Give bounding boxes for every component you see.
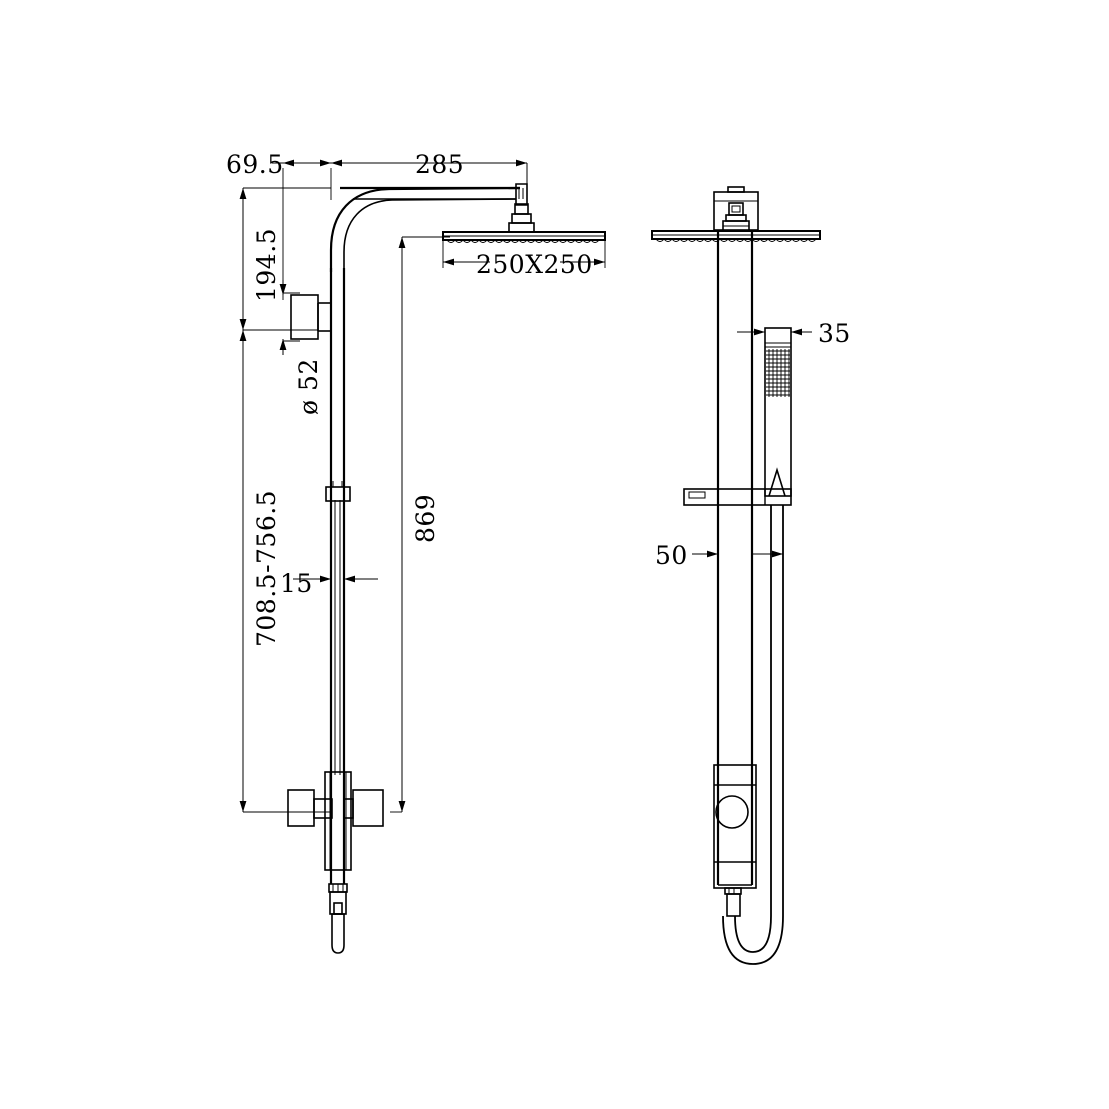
dim-label-285: 285 [415, 150, 465, 179]
dim-285 [331, 159, 528, 186]
dim-label-diameter-52: ø 52 [294, 358, 323, 415]
dim-label-15: 15 [280, 569, 313, 598]
mixer-valve-front [713, 764, 757, 889]
dim-label-50: 50 [655, 541, 688, 570]
rain-head-side [442, 203, 606, 243]
riser-inner-lines-side [334, 500, 341, 775]
dim-label-250x250: 250X250 [476, 250, 593, 279]
wall-bracket-side [290, 294, 331, 340]
dim-label-69-5: 69.5 [226, 150, 284, 179]
bottom-outlet-side [328, 883, 348, 954]
dim-label-869: 869 [411, 493, 440, 543]
riser-pipe-side [329, 268, 346, 884]
shower-hose-front [722, 505, 784, 965]
elbow-curve [329, 186, 521, 272]
riser-body-front [716, 231, 754, 885]
dim-label-708-756: 708.5-756.5 [252, 489, 281, 647]
dim-label-194-5: 194.5 [252, 227, 281, 302]
outlet-connector-front [724, 887, 742, 917]
mixer-body-side [287, 771, 384, 871]
handset-cradle-front [683, 488, 792, 506]
rain-head-front [651, 230, 821, 242]
dim-label-35: 35 [818, 319, 851, 348]
slide-rail-holder-side [325, 481, 351, 502]
hand-shower-front [764, 327, 792, 497]
wall-mount-front [713, 186, 759, 232]
